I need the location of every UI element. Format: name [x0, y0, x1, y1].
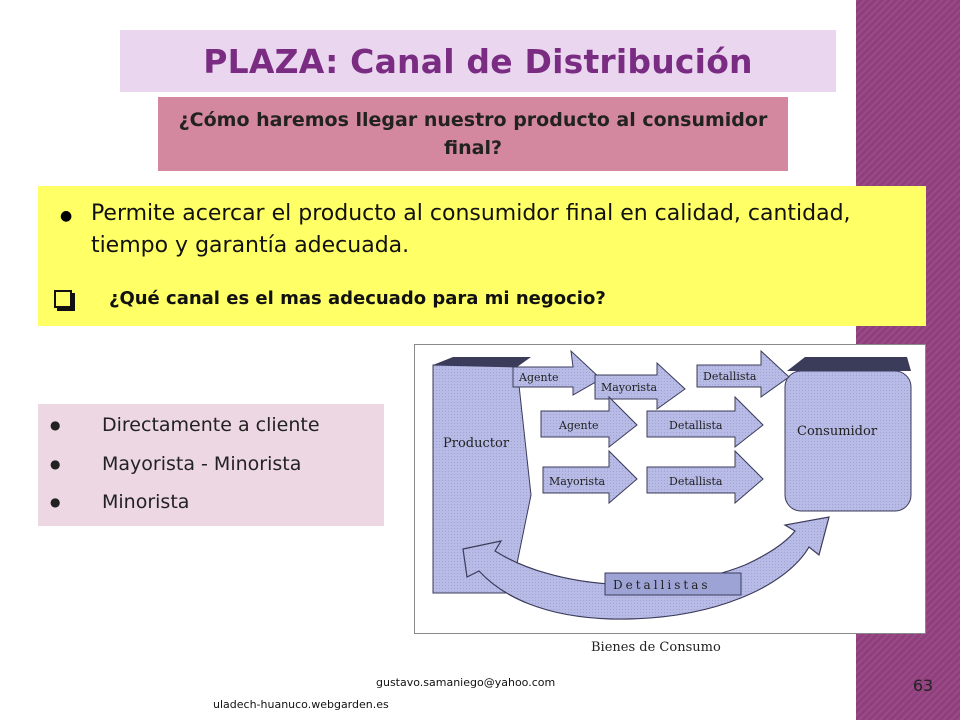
footer-website: uladech-huanuco.webgarden.es [213, 698, 389, 711]
bullet-dot-icon: ● [50, 418, 61, 432]
arrow-agente-top: Agente [512, 349, 602, 396]
arrow-detallista-top: Detallista [696, 349, 790, 398]
statement-text: Permite acercar el producto al consumido… [90, 201, 851, 258]
diagram-caption: Bienes de Consumo [591, 640, 721, 655]
arrow-mayorista-bottom: Mayorista [542, 449, 638, 505]
bullet-dot-icon: ● [50, 457, 61, 471]
list-item-label: Minorista [102, 491, 190, 513]
consumidor-label: Consumidor [797, 424, 878, 439]
curved-arrow-detallistas: Detallistas [462, 516, 830, 620]
list-item: ● Mayorista - Minorista [38, 453, 301, 475]
list-item-label: Mayorista - Minorista [102, 453, 302, 475]
arrow-detallista-bottom: Detallista [646, 449, 764, 505]
bullet-dot-icon: ● [50, 495, 61, 509]
detallistas-label: Detallistas [613, 578, 711, 592]
footer-email: gustavo.samaniego@yahoo.com [376, 676, 556, 689]
channel-list: ● Directamente a cliente ● Mayorista - M… [38, 404, 384, 526]
page-number: 63 [912, 676, 934, 695]
arrow-label: Detallista [669, 475, 723, 488]
productor-block: Productor [432, 357, 532, 594]
title-banner: PLAZA: Canal de Distribución [120, 30, 836, 92]
arrow-mayorista-top: Mayorista [594, 361, 686, 410]
checkbox-bullet-icon [54, 289, 72, 308]
question-row: ¿Qué canal es el mas adecuado para mi ne… [50, 288, 606, 309]
consumidor-block: Consumidor [784, 357, 912, 512]
list-item: ● Directamente a cliente [38, 414, 320, 436]
arrow-agente-middle: Agente [540, 395, 638, 449]
arrow-label: Detallista [669, 419, 723, 432]
list-item: ● Minorista [38, 491, 189, 513]
arrow-label: Agente [518, 371, 559, 384]
arrow-label: Mayorista [601, 381, 658, 394]
slide-title: PLAZA: Canal de Distribución [203, 41, 753, 81]
subtitle-banner: ¿Cómo haremos llegar nuestro producto al… [158, 97, 788, 171]
arrow-label: Detallista [703, 370, 757, 383]
arrow-label: Agente [558, 419, 599, 432]
productor-label: Productor [443, 436, 510, 451]
list-item-label: Directamente a cliente [102, 414, 320, 436]
arrow-label: Mayorista [549, 475, 606, 488]
distribution-diagram: Productor Consumidor Agente Mayorista De… [414, 344, 926, 634]
slide-subtitle: ¿Cómo haremos llegar nuestro producto al… [178, 109, 768, 159]
question-text: ¿Qué canal es el mas adecuado para mi ne… [109, 288, 606, 309]
bullet-dot-icon: ● [60, 208, 73, 224]
highlight-box: ● Permite acercar el producto al consumi… [38, 186, 926, 326]
statement-row: ● Permite acercar el producto al consumi… [50, 198, 890, 262]
distribution-diagram-svg: Productor Consumidor Agente Mayorista De… [432, 349, 912, 620]
arrow-detallista-middle: Detallista [646, 395, 764, 449]
